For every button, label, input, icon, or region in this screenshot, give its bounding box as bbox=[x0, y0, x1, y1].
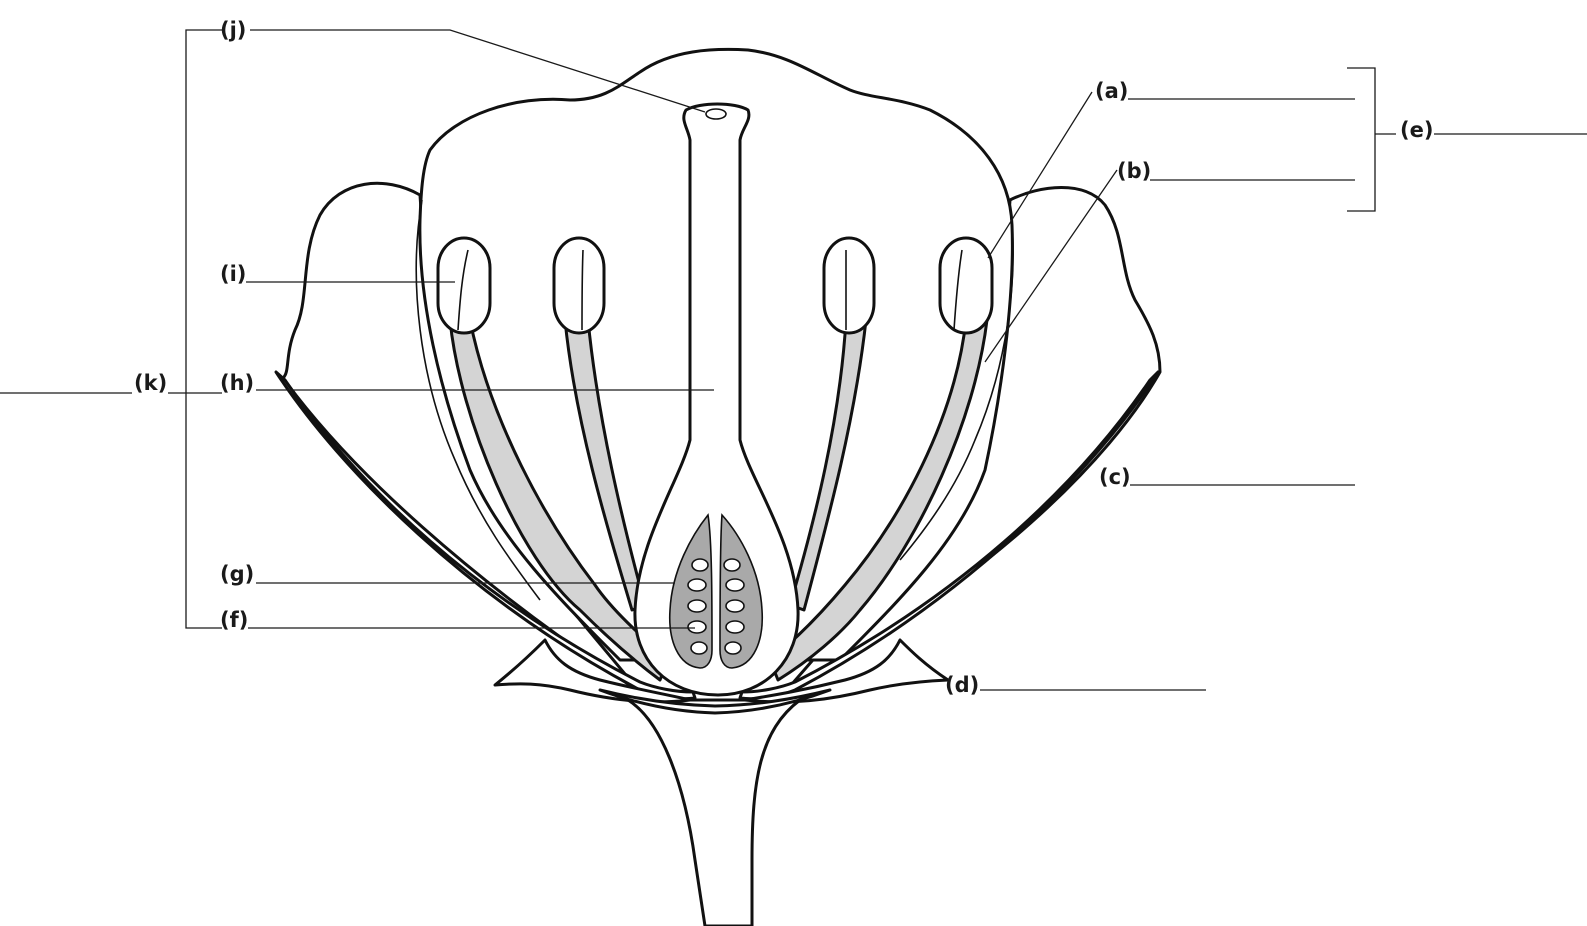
label-f: (f) bbox=[220, 608, 248, 632]
label-e: (e) bbox=[1400, 118, 1433, 142]
bracket-e bbox=[1347, 68, 1375, 211]
label-k: (k) bbox=[134, 371, 167, 395]
anther-inner-right bbox=[824, 238, 874, 333]
label-g: (g) bbox=[220, 562, 254, 586]
stem bbox=[628, 700, 800, 926]
label-d: (d) bbox=[945, 673, 979, 697]
label-a: (a) bbox=[1095, 79, 1128, 103]
bracket-k bbox=[186, 30, 222, 628]
anther-outer-left bbox=[438, 238, 490, 333]
anther-outer-right bbox=[940, 238, 992, 333]
label-j: (j) bbox=[220, 18, 246, 42]
label-c: (c) bbox=[1099, 465, 1131, 489]
flower-illustration bbox=[276, 49, 1160, 926]
label-i: (i) bbox=[220, 262, 246, 286]
label-h: (h) bbox=[220, 371, 254, 395]
anther-inner-left bbox=[554, 238, 604, 333]
label-b: (b) bbox=[1117, 159, 1151, 183]
